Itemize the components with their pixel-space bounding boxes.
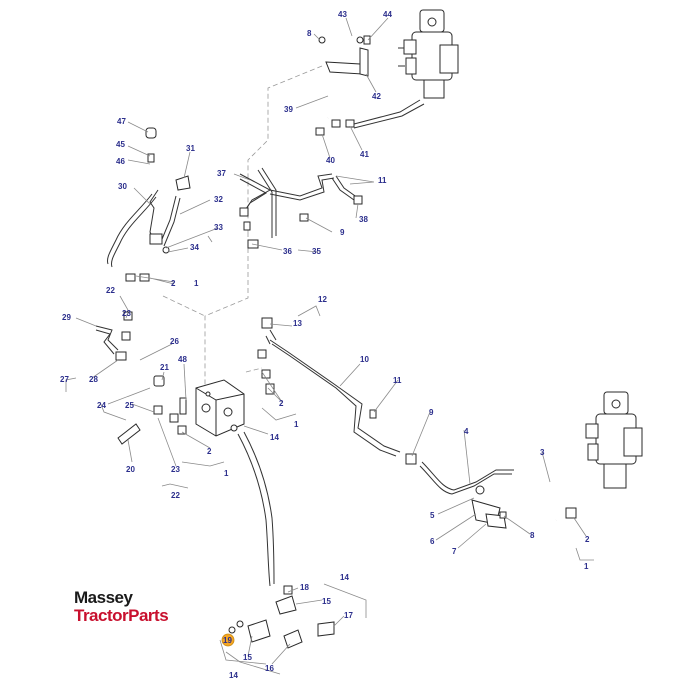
- label-26: 26: [170, 337, 179, 346]
- label-14-inset-top: 14: [340, 573, 349, 582]
- label-10: 10: [360, 355, 369, 364]
- pipe-3: [523, 482, 562, 521]
- label-18: 18: [300, 583, 309, 592]
- label-2-lower: 2: [207, 447, 212, 456]
- label-8: 8: [307, 29, 312, 38]
- pipe-37: [239, 167, 335, 238]
- label-6: 6: [430, 537, 435, 546]
- label-37: 37: [217, 169, 226, 178]
- label-22-upper: 22: [106, 286, 115, 295]
- label-14-inset-bottom: 14: [229, 671, 238, 680]
- pipe-4: [419, 461, 514, 495]
- label-2-right: 2: [585, 535, 590, 544]
- label-9-right: 9: [429, 408, 434, 417]
- label-47: 47: [117, 117, 126, 126]
- label-11-mid: 11: [393, 376, 402, 385]
- logo-line-2: TractorParts: [74, 606, 169, 625]
- label-23-upper: 23: [122, 309, 131, 318]
- label-40: 40: [326, 156, 335, 165]
- label-46: 46: [116, 157, 125, 166]
- label-14-mid: 14: [270, 433, 279, 442]
- pipe-41-line: [353, 99, 425, 129]
- label-48: 48: [178, 355, 187, 364]
- highlight-19: [221, 633, 235, 647]
- pipe-38: [331, 175, 359, 201]
- logo-line-1: Massey: [74, 588, 133, 607]
- label-27: 27: [60, 375, 69, 384]
- label-12: 12: [318, 295, 327, 304]
- label-20: 20: [126, 465, 135, 474]
- label-23-lower: 23: [171, 465, 180, 474]
- label-11-top: 11: [378, 176, 387, 185]
- label-31: 31: [186, 144, 195, 153]
- label-42: 42: [372, 92, 381, 101]
- label-33: 33: [214, 223, 223, 232]
- routing-guides: [162, 65, 323, 388]
- control-valve-top: [398, 9, 459, 99]
- label-8-right: 8: [530, 531, 535, 540]
- hose-14: [237, 431, 275, 587]
- label-24: 24: [97, 401, 106, 410]
- clamp-5-6-7: [471, 485, 507, 529]
- label-44: 44: [383, 10, 392, 19]
- label-15-top: 15: [322, 597, 331, 606]
- label-2-upper: 2: [171, 279, 176, 288]
- label-38: 38: [359, 215, 368, 224]
- label-30: 30: [118, 182, 127, 191]
- fittings: [115, 35, 577, 519]
- label-4: 4: [464, 427, 469, 436]
- label-43: 43: [338, 10, 347, 19]
- label-2-mid: 2: [279, 399, 284, 408]
- label-25: 25: [125, 401, 134, 410]
- label-35: 35: [312, 247, 321, 256]
- pipe-39: [326, 65, 336, 119]
- label-1-mid: 1: [294, 420, 299, 429]
- label-45: 45: [116, 140, 125, 149]
- pipe-30: [107, 189, 159, 268]
- spool-valve-block: [195, 379, 245, 437]
- label-19: 19: [223, 636, 232, 645]
- label-15-bottom: 15: [243, 653, 252, 662]
- label-36: 36: [283, 247, 292, 256]
- label-32: 32: [214, 195, 223, 204]
- label-1-lower: 1: [224, 469, 229, 478]
- massey-tractor-parts-logo: Massey TractorParts: [70, 588, 220, 630]
- part-labels: 43 44 8 42 39 40 41 47 45 46 31 30 32 33…: [60, 10, 590, 680]
- label-17: 17: [344, 611, 353, 620]
- label-21: 21: [160, 363, 169, 372]
- label-13: 13: [293, 319, 302, 328]
- inset-fittings: [221, 585, 335, 649]
- bracket-groups: [65, 235, 594, 675]
- pipe-32: [159, 195, 181, 247]
- label-1-right: 1: [584, 562, 589, 571]
- label-28: 28: [89, 375, 98, 384]
- label-34: 34: [190, 243, 199, 252]
- leader-lines: [75, 17, 587, 665]
- label-7: 7: [452, 547, 457, 556]
- pipe-10: [265, 329, 401, 457]
- label-9-top: 9: [340, 228, 345, 237]
- label-16: 16: [265, 664, 274, 673]
- control-valve-bottom: [585, 391, 643, 489]
- label-29: 29: [62, 313, 71, 322]
- label-39: 39: [284, 105, 293, 114]
- pipe-29: [95, 325, 119, 355]
- label-22-lower: 22: [171, 491, 180, 500]
- bracket-42: [325, 47, 369, 77]
- label-5: 5: [430, 511, 435, 520]
- label-41: 41: [360, 150, 369, 159]
- label-3: 3: [540, 448, 545, 457]
- label-1-upper: 1: [194, 279, 199, 288]
